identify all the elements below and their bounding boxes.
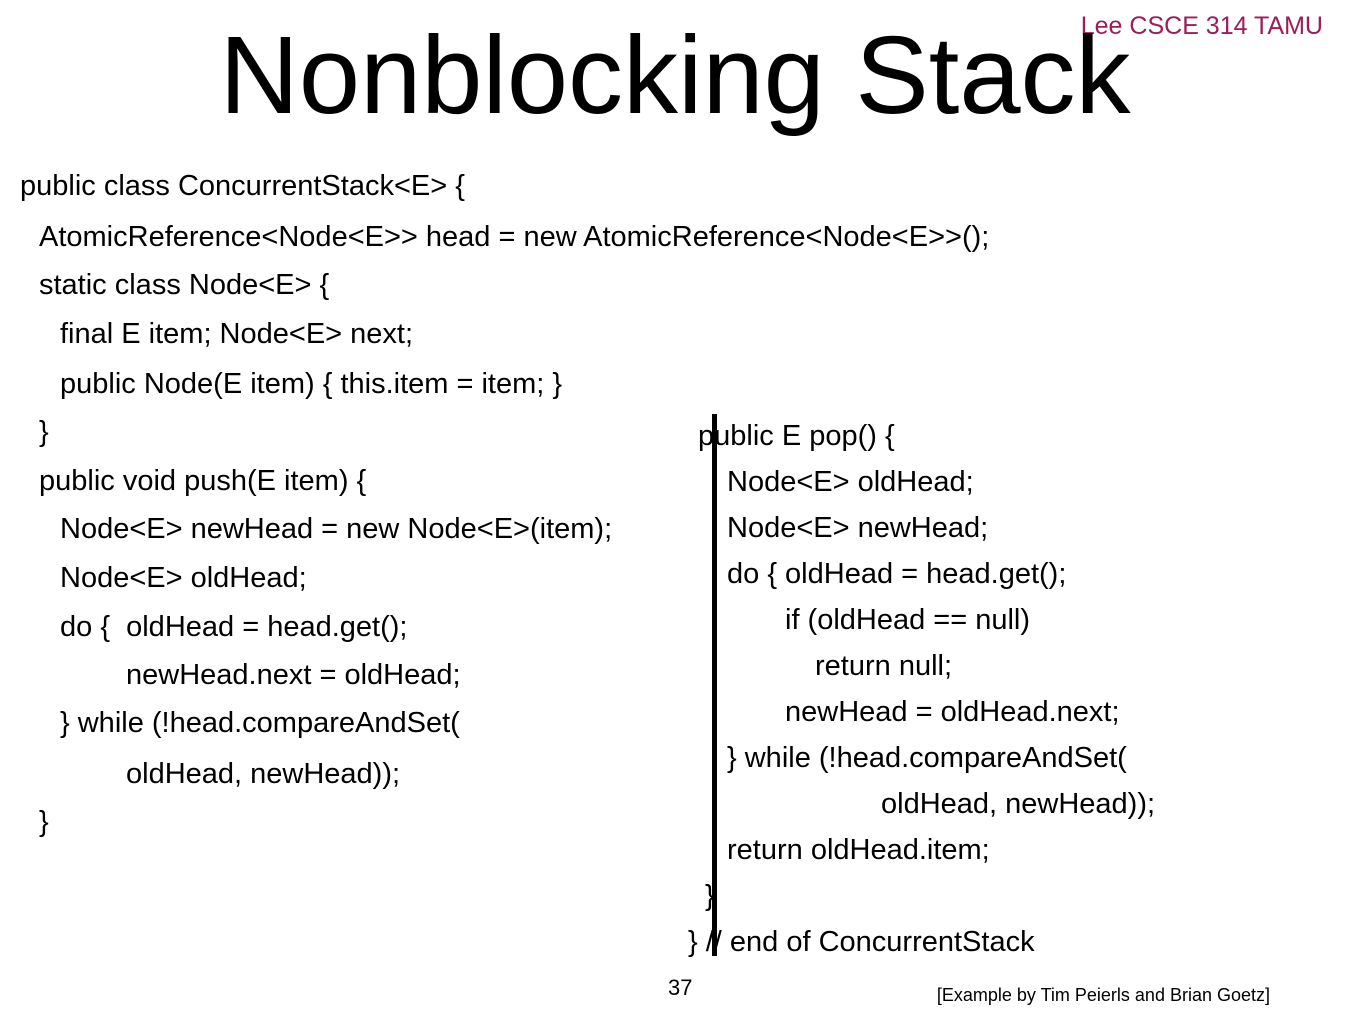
code-line: } while (!head.compareAndSet( xyxy=(727,742,1127,774)
code-line: AtomicReference<Node<E>> head = new Atom… xyxy=(39,221,990,253)
code-line: do { oldHead = head.get(); xyxy=(727,558,1067,590)
code-line: oldHead, newHead)); xyxy=(881,788,1156,820)
code-line: } xyxy=(705,880,715,912)
code-line: Node<E> oldHead; xyxy=(60,562,307,594)
code-line: } xyxy=(39,416,49,448)
page-number: 37 xyxy=(668,975,693,1000)
code-line: } xyxy=(39,806,49,838)
code-line: static class Node<E> { xyxy=(39,269,330,301)
code-line: do { oldHead = head.get(); xyxy=(60,611,408,643)
code-line: newHead.next = oldHead; xyxy=(126,659,461,691)
course-label: Lee CSCE 314 TAMU xyxy=(1080,12,1323,40)
code-line: final E item; Node<E> next; xyxy=(60,318,414,350)
example-credit: [Example by Tim Peierls and Brian Goetz] xyxy=(936,985,1270,1005)
slide-title: Nonblocking Stack xyxy=(219,14,1131,137)
column-divider xyxy=(712,414,717,956)
code-line: oldHead, newHead)); xyxy=(126,758,401,790)
code-line: newHead = oldHead.next; xyxy=(785,696,1120,728)
code-line: return null; xyxy=(815,650,953,682)
code-line: public void push(E item) { xyxy=(39,465,367,497)
code-line: public Node(E item) { this.item = item; … xyxy=(60,368,563,400)
code-line: Node<E> newHead = new Node<E>(item); xyxy=(60,513,613,545)
code-line: Node<E> oldHead; xyxy=(727,466,974,498)
code-line: } // end of ConcurrentStack xyxy=(688,926,1035,958)
code-line: } while (!head.compareAndSet( xyxy=(60,707,460,739)
code-line: public E pop() { xyxy=(698,420,895,452)
code-line: return oldHead.item; xyxy=(727,834,990,866)
code-line: Node<E> newHead; xyxy=(727,512,989,544)
code-line: if (oldHead == null) xyxy=(785,604,1031,636)
code-line: public class ConcurrentStack<E> { xyxy=(20,170,465,202)
